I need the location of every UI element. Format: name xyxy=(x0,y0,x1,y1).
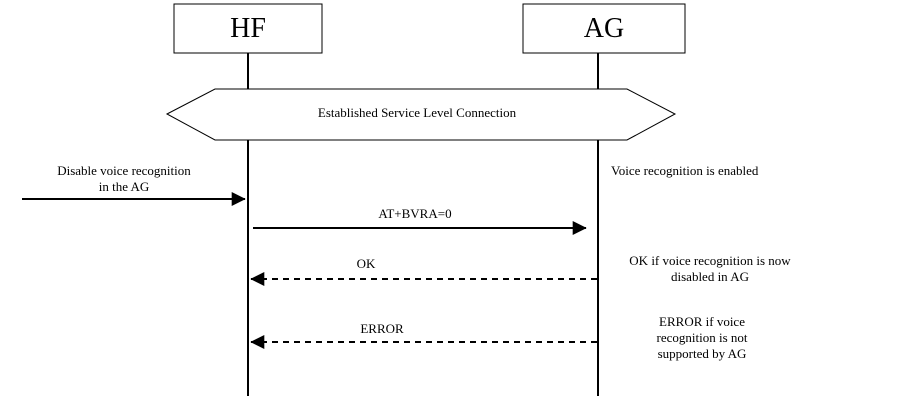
error-note: ERROR if voice recognition is not suppor… xyxy=(657,314,748,361)
ag-state-note: Voice recognition is enabled xyxy=(611,163,759,178)
ag-entity-box xyxy=(522,3,686,54)
trigger-label-line1: Disable voice recognition xyxy=(57,163,191,178)
trigger-event: Disable voice recognition in the AG xyxy=(22,163,246,206)
hf-entity-box xyxy=(173,3,323,54)
hf-entity-label: HF xyxy=(230,13,266,44)
ok-note: OK if voice recognition is now disabled … xyxy=(629,253,791,284)
command-label: AT+BVRA=0 xyxy=(378,206,451,221)
error-note-line3: supported by AG xyxy=(658,346,747,361)
banner-label: Established Service Level Connection xyxy=(318,105,517,120)
banner-hexagon xyxy=(165,88,677,141)
error-note-line1: ERROR if voice xyxy=(659,314,745,329)
ag-entity-label: AG xyxy=(584,13,624,44)
error-label: ERROR xyxy=(360,321,404,336)
error-note-line2: recognition is not xyxy=(657,330,748,345)
ok-label: OK xyxy=(357,256,376,271)
service-level-banner: Established Service Level Connection xyxy=(165,88,677,141)
trigger-label-line2: in the AG xyxy=(99,179,150,194)
error-response: ERROR xyxy=(250,321,597,349)
ok-response: OK xyxy=(250,256,597,286)
ok-note-line1: OK if voice recognition is now xyxy=(629,253,791,268)
ag-entity: AG xyxy=(522,3,686,54)
hf-entity: HF xyxy=(173,3,323,54)
command-message: AT+BVRA=0 xyxy=(253,206,587,235)
ok-note-line2: disabled in AG xyxy=(671,269,749,284)
